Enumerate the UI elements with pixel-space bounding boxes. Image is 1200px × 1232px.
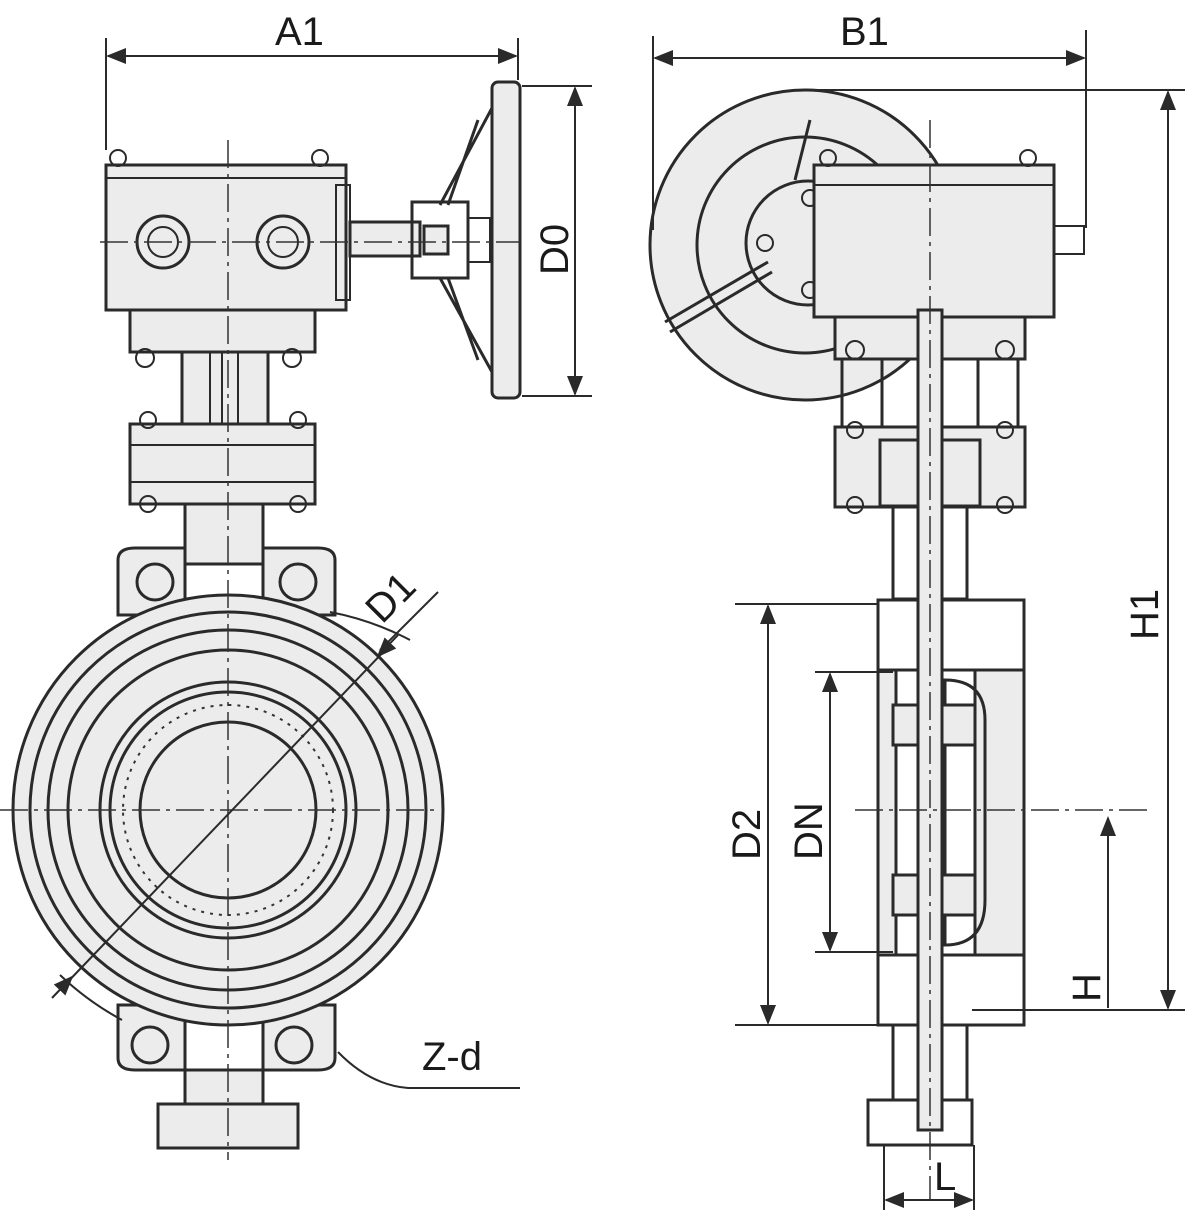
handwheel-spoke <box>438 107 494 373</box>
label-h1: H1 <box>1123 589 1167 640</box>
gearbox-side <box>812 163 1056 319</box>
label-a1: A1 <box>275 10 324 54</box>
gearbox-front <box>104 163 348 312</box>
label-d2: D2 <box>725 809 769 860</box>
disc <box>943 678 987 947</box>
input-shaft <box>348 220 422 258</box>
label-d0: D0 <box>533 224 577 275</box>
dimensions <box>51 30 1185 1210</box>
lug-top <box>116 546 187 617</box>
handwheel-edge <box>490 80 522 400</box>
side-view <box>648 88 1150 1200</box>
front-view <box>0 80 522 1160</box>
label-zd: Z-d <box>422 1035 482 1079</box>
label-dn: DN <box>787 802 831 860</box>
label-h: H <box>1065 973 1109 1002</box>
label-l: L <box>934 1155 956 1199</box>
label-b1: B1 <box>840 10 889 54</box>
valve-body-section <box>876 598 1026 672</box>
